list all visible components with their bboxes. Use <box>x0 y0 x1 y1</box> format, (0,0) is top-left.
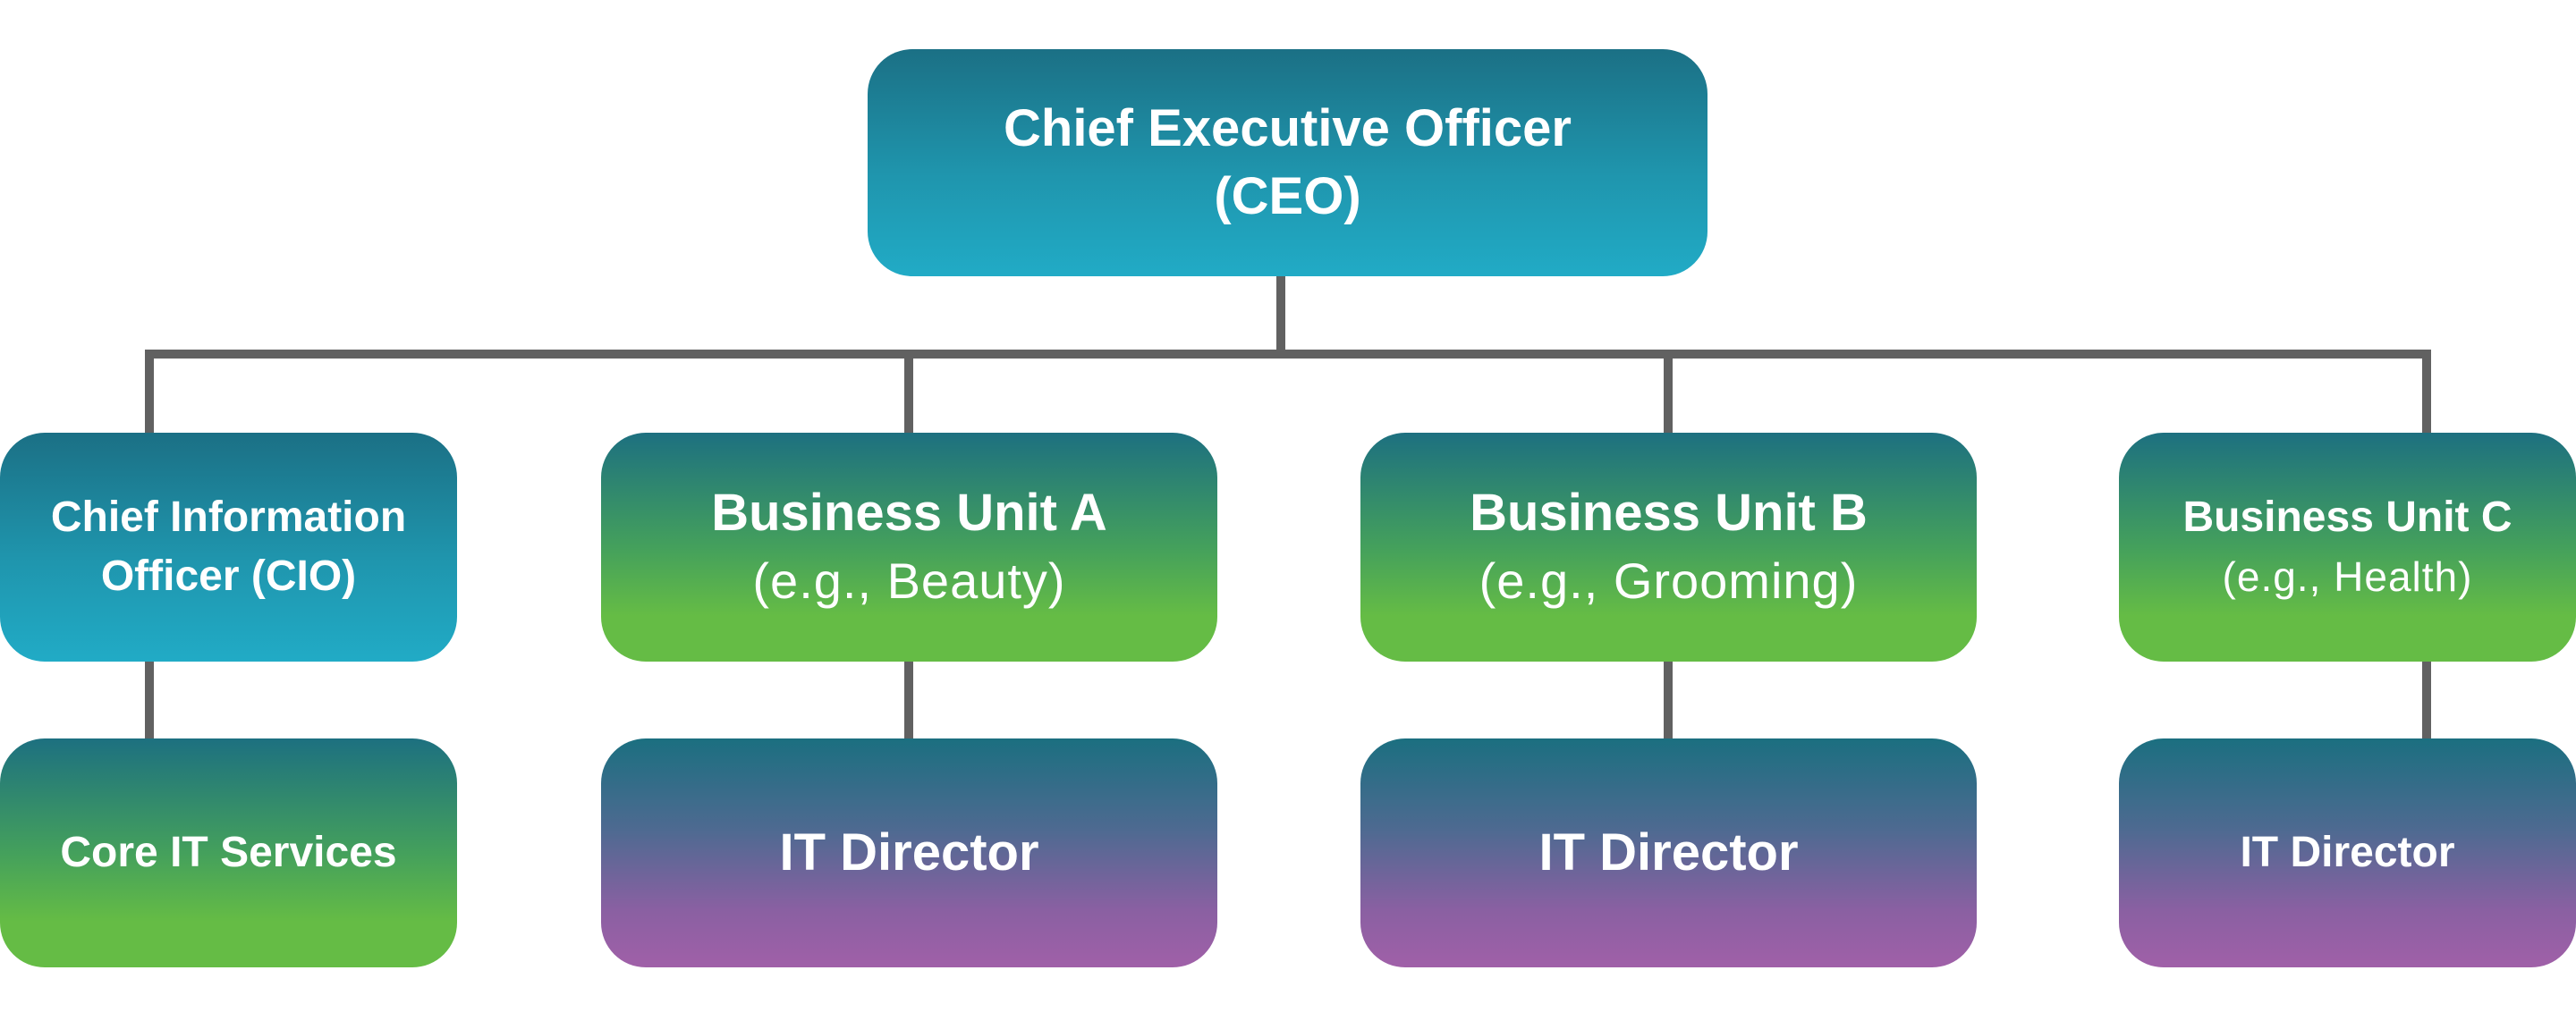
connector-cio-down <box>145 660 154 740</box>
ceo-node: Chief Executive Officer (CEO) <box>868 49 1707 276</box>
connector-bu-c-up <box>2422 350 2431 435</box>
business-unit-c-example: (e.g., Health) <box>2222 553 2473 600</box>
it-director-a-node: IT Director <box>601 738 1217 967</box>
connector-bu-b-down <box>1664 660 1673 740</box>
it-director-c-node: IT Director <box>2119 738 2576 967</box>
connector-bu-c-down <box>2422 660 2431 740</box>
business-unit-a-example: (e.g., Beauty) <box>752 553 1066 609</box>
it-director-b-node: IT Director <box>1360 738 1977 967</box>
business-unit-c-node: Business Unit C (e.g., Health) <box>2119 433 2576 662</box>
connector-bu-b-up <box>1664 350 1673 435</box>
ceo-title: Chief Executive Officer <box>1004 99 1572 157</box>
cio-title-line2: Officer (CIO) <box>100 553 357 600</box>
it-director-b-title: IT Director <box>1538 823 1799 882</box>
connector-horizontal-bar <box>145 350 2431 359</box>
cio-title-line1: Chief Information <box>50 494 407 541</box>
it-director-a-title: IT Director <box>779 823 1039 882</box>
core-it-services-node: Core IT Services <box>0 738 457 967</box>
connector-bu-a-up <box>904 350 913 435</box>
core-it-services-title: Core IT Services <box>60 829 397 876</box>
ceo-abbrev: (CEO) <box>1214 167 1361 225</box>
business-unit-b-example: (e.g., Grooming) <box>1479 553 1859 609</box>
connector-cio-up <box>145 350 154 435</box>
it-director-c-title: IT Director <box>2240 829 2455 876</box>
business-unit-c-title: Business Unit C <box>2182 494 2512 541</box>
business-unit-b-node: Business Unit B (e.g., Grooming) <box>1360 433 1977 662</box>
connector-ceo-down <box>1276 276 1285 359</box>
cio-node: Chief Information Officer (CIO) <box>0 433 457 662</box>
business-unit-b-title: Business Unit B <box>1470 484 1868 542</box>
business-unit-a-node: Business Unit A (e.g., Beauty) <box>601 433 1217 662</box>
business-unit-a-title: Business Unit A <box>711 484 1107 542</box>
connector-bu-a-down <box>904 660 913 740</box>
